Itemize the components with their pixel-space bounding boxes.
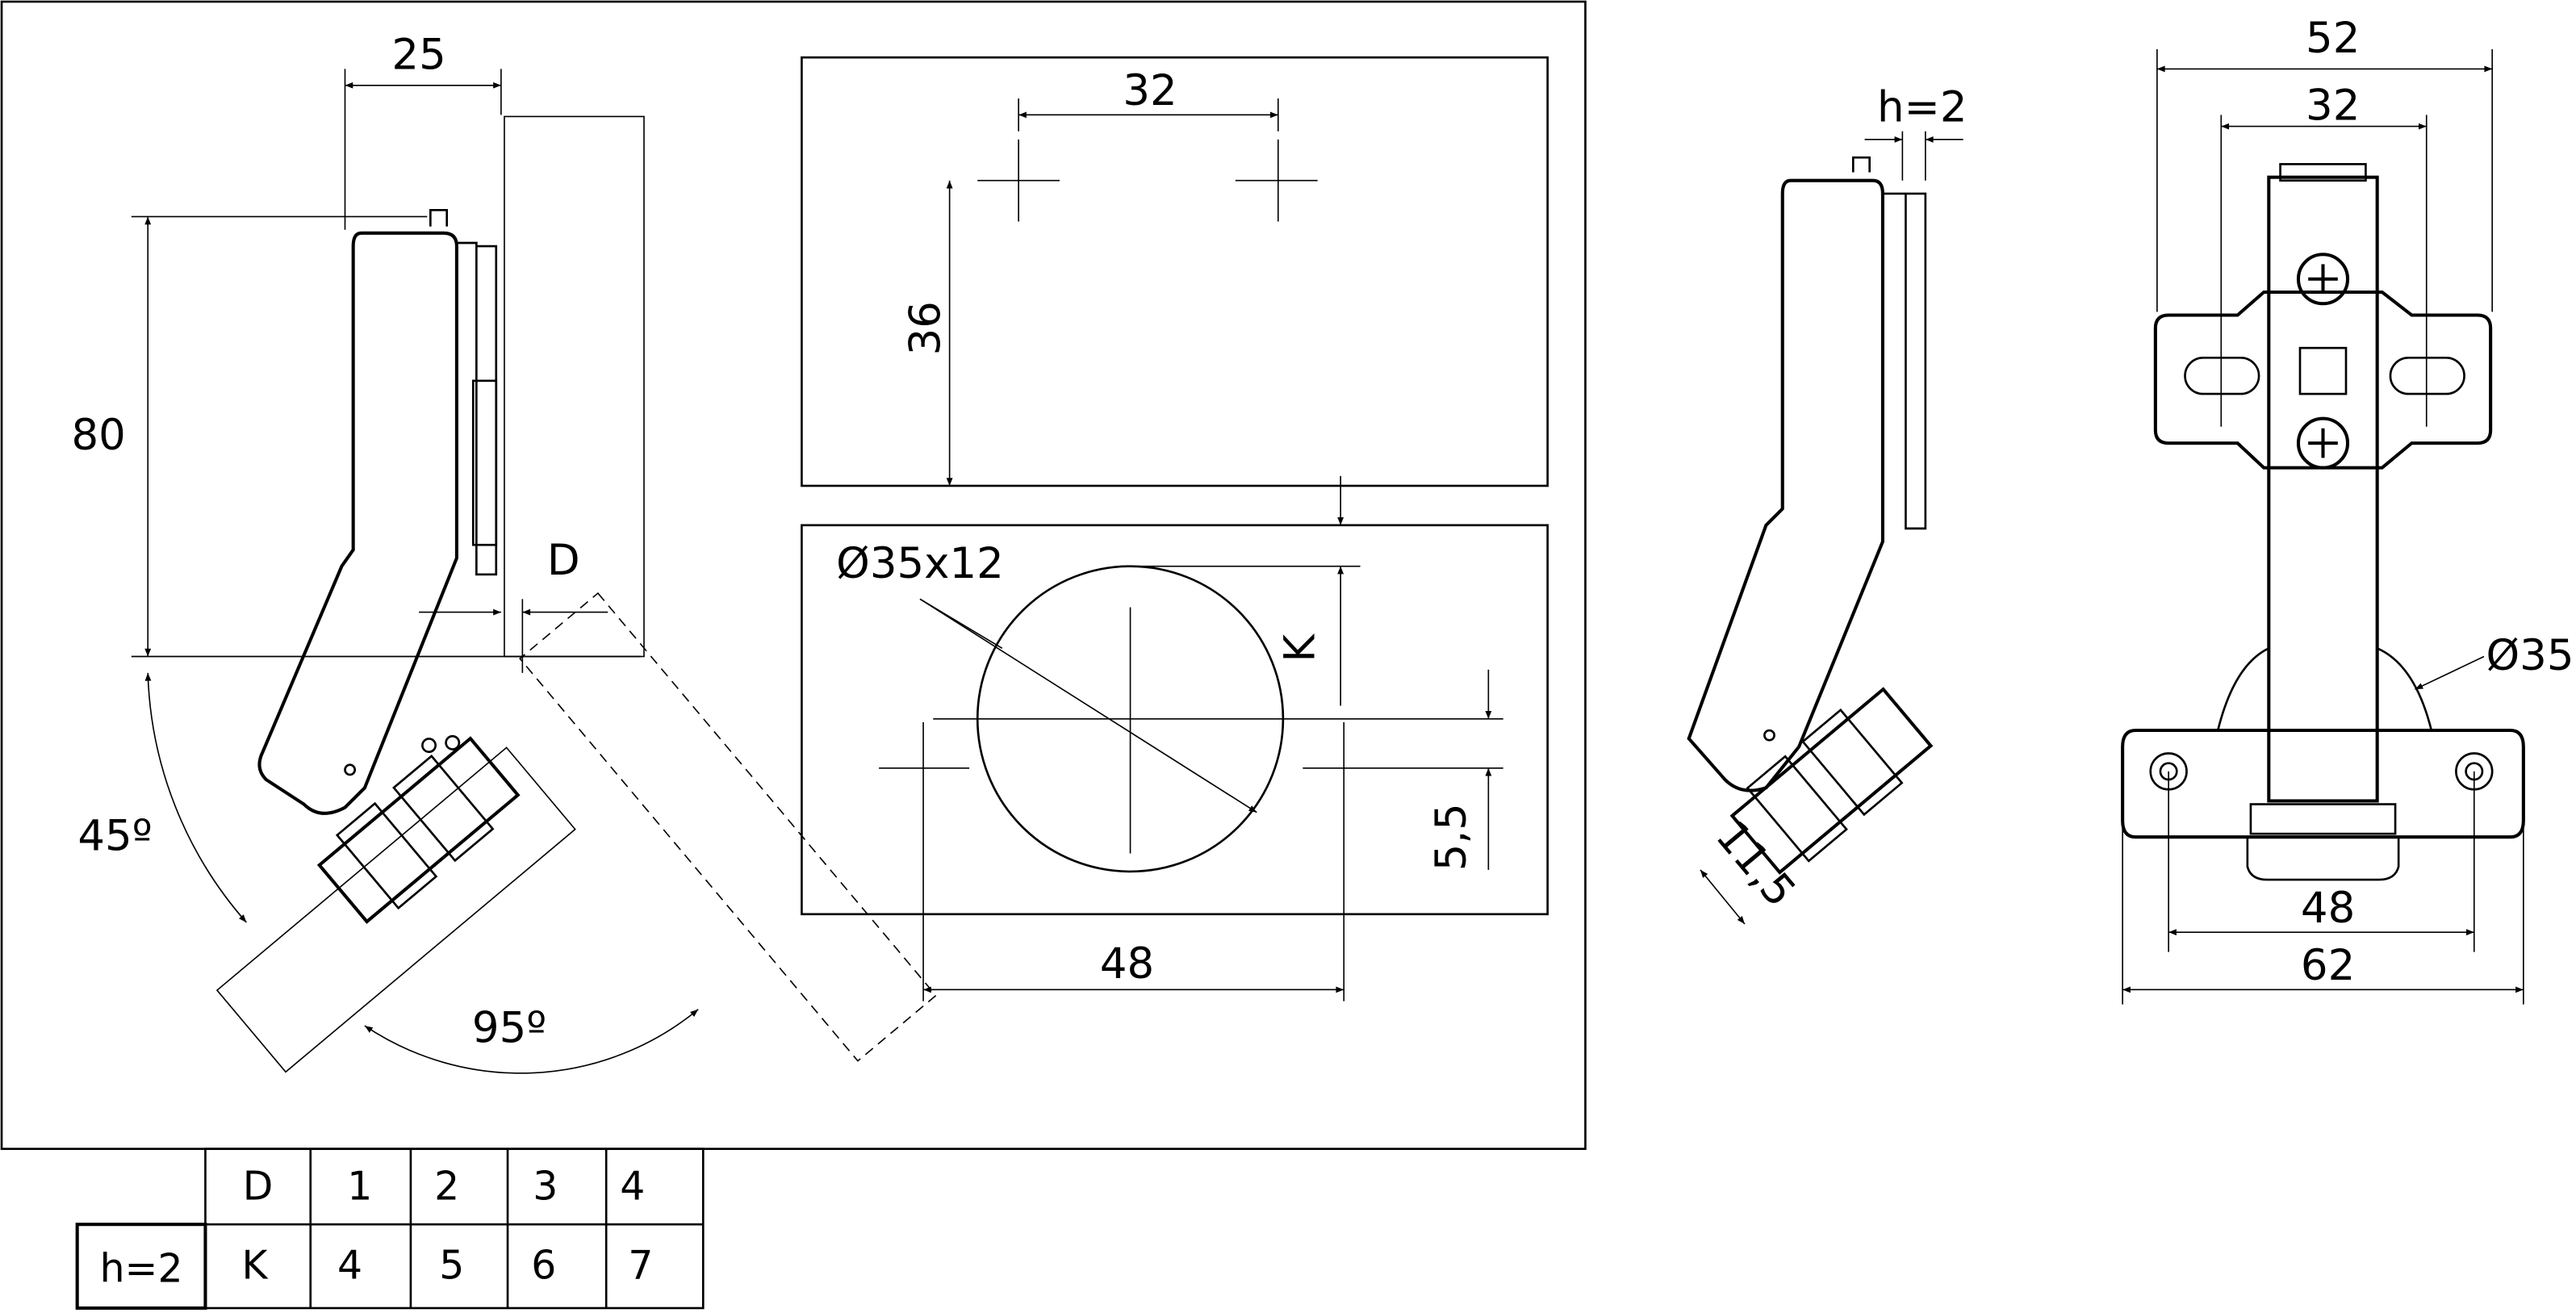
dim-cup-diameter: Ø35: [2486, 631, 2574, 680]
table-label: h=2: [100, 1245, 183, 1291]
fix-screw-icon: [2296, 416, 2350, 470]
dim-h: h=2: [1877, 83, 1968, 132]
table-cell: 6: [531, 1242, 556, 1288]
dim-screw-spacing: 32: [1123, 66, 1177, 115]
table-cell: 3: [533, 1164, 558, 1210]
dim-k: K: [1276, 634, 1325, 663]
dim-screw-offset: 36: [901, 301, 950, 355]
door-panel-plan: [801, 524, 1549, 916]
overlay-table: h=2 D 1 2 3 4 K 4 5 6 7: [75, 1148, 705, 1310]
table-row-d: D 1 2 3 4: [243, 1164, 646, 1210]
drilling-plan: 32 36 Ø35x12 K 5,5 48: [801, 56, 1549, 1001]
dim-cup: Ø35x12: [836, 539, 1004, 588]
table-cell: 2: [434, 1164, 459, 1210]
hinge-arm-profile: [1687, 178, 1884, 792]
table-header-k: K: [242, 1242, 270, 1288]
dim-plate-holes: 48: [2301, 884, 2355, 933]
cup-plate-front: [2121, 728, 2525, 839]
dim-plate-width: 62: [2301, 941, 2355, 990]
angle-open: 95º: [472, 1003, 546, 1052]
mounting-plate-panel: [801, 56, 1549, 487]
side-view: 25 80 D 45º 95º: [71, 30, 937, 1074]
dim-arm-width: 52: [2306, 14, 2360, 63]
door-panel: [215, 746, 576, 1073]
table-header-d: D: [243, 1164, 274, 1210]
dim-height: 80: [71, 411, 125, 460]
hinge-cup-profile: [1729, 687, 1934, 875]
dim-overlay-d: D: [547, 536, 580, 585]
hinge-arm-front: [2267, 175, 2379, 803]
mounting-plate-front: [2153, 290, 2493, 470]
table-cell: 5: [439, 1242, 464, 1288]
drawing-frame: [0, 0, 1587, 1150]
door-open-dashed: [519, 592, 937, 1062]
table-row-k: K 4 5 6 7: [242, 1242, 654, 1288]
table-cell: 7: [628, 1242, 653, 1288]
hinge-cup: [316, 736, 521, 924]
adjust-screw-icon: [2296, 253, 2350, 306]
dim-arm-holes: 32: [2306, 81, 2360, 130]
dim-width: 25: [391, 30, 445, 79]
profile-view: h=2 11,5: [1687, 83, 1968, 925]
dim-plate-offset: 5,5: [1427, 803, 1476, 871]
dim-plate-spacing: 48: [1100, 939, 1154, 989]
angle-mount: 45º: [77, 812, 152, 861]
table-cell: 4: [337, 1242, 362, 1288]
hinge-arm-outline: [257, 231, 458, 815]
front-view: 52 32 Ø35 48 62: [2121, 14, 2574, 1005]
table-cell: 4: [620, 1164, 645, 1210]
table-cell: 1: [347, 1164, 372, 1210]
